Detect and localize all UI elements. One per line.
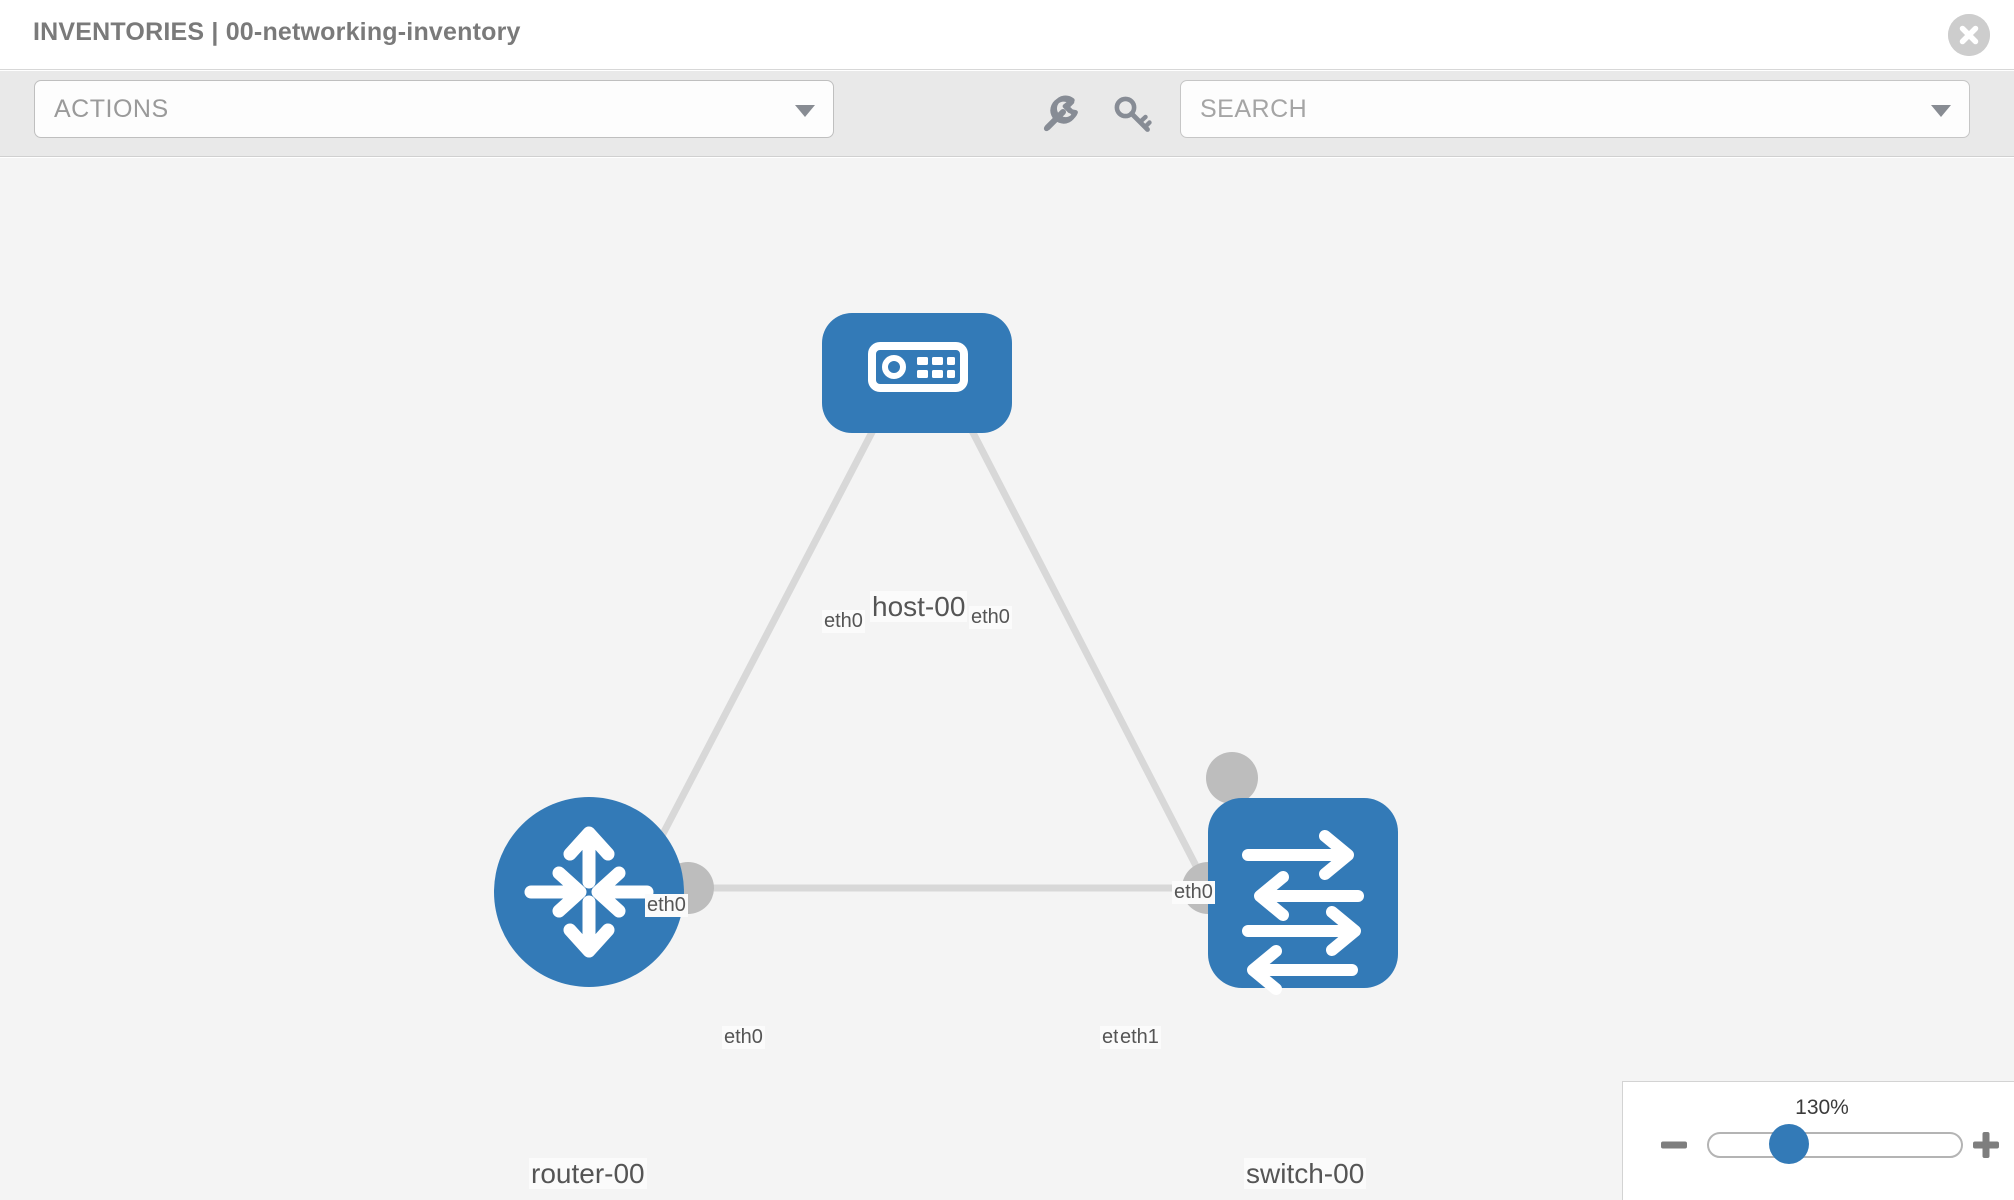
zoom-slider-thumb[interactable] bbox=[1769, 1124, 1809, 1164]
chevron-down-icon bbox=[795, 105, 815, 117]
close-icon[interactable] bbox=[1948, 14, 1990, 56]
chevron-down-icon[interactable] bbox=[1931, 105, 1951, 117]
search-placeholder: SEARCH bbox=[1200, 95, 1308, 123]
zoom-level-value: 130% bbox=[1795, 1096, 1849, 1119]
port-label: eth0 bbox=[822, 610, 865, 633]
port-label: eth0 bbox=[1172, 881, 1215, 904]
node-label-router-00: router-00 bbox=[529, 1158, 647, 1190]
actions-dropdown[interactable]: ACTIONS bbox=[34, 80, 834, 138]
link-host-router bbox=[636, 384, 899, 882]
minus-icon[interactable] bbox=[1659, 1130, 1689, 1160]
node-switch-00 bbox=[1208, 798, 1398, 995]
search-input[interactable]: SEARCH bbox=[1180, 80, 1970, 138]
link-host-switch bbox=[946, 384, 1232, 932]
port-label: eth1 bbox=[1118, 1026, 1161, 1049]
node-label-host-00: host-00 bbox=[870, 591, 968, 623]
port-label: eth0 bbox=[722, 1026, 765, 1049]
topology-canvas[interactable]: host-00 router-00 switch-00 eth0 eth0 et… bbox=[0, 158, 2014, 1200]
page-header: INVENTORIES | 00-networking-inventory bbox=[0, 0, 2014, 70]
actions-dropdown-label: ACTIONS bbox=[54, 95, 169, 123]
zoom-slider-track[interactable] bbox=[1707, 1132, 1963, 1158]
zoom-control-panel: 130% bbox=[1622, 1081, 2014, 1200]
page-title: INVENTORIES | 00-networking-inventory bbox=[33, 18, 521, 46]
wrench-icon[interactable] bbox=[1038, 92, 1084, 138]
port-label: eth0 bbox=[969, 606, 1012, 629]
plus-icon[interactable] bbox=[1971, 1130, 2001, 1160]
port-label: eth0 bbox=[645, 894, 688, 917]
key-icon[interactable] bbox=[1110, 92, 1156, 138]
node-label-switch-00: switch-00 bbox=[1244, 1158, 1367, 1190]
node-host-00 bbox=[822, 313, 1012, 433]
node-router-00 bbox=[494, 797, 684, 987]
